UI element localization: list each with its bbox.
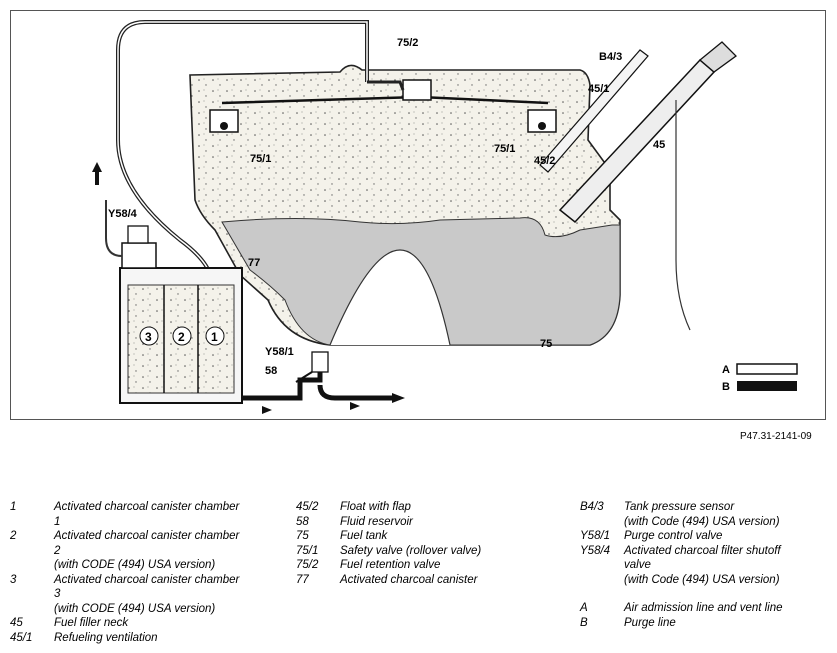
- legend-key: 75/2: [296, 559, 319, 571]
- legend-key: 75: [296, 530, 309, 542]
- fluid-reservoir: [295, 371, 313, 383]
- legend-row: 75/1 Safety valve (rollover valve): [296, 544, 556, 559]
- label-chamber-1: 1: [211, 330, 218, 344]
- label-45-2: 45/2: [534, 155, 555, 167]
- legend-description: Purge control valve: [624, 530, 723, 542]
- label-legend-a: A: [722, 364, 730, 376]
- legend-row: 58 Fluid reservoir: [296, 515, 556, 530]
- legend-key: B: [580, 616, 588, 629]
- diagram-frame: [10, 10, 826, 420]
- label-b4-3: B4/3: [599, 51, 622, 63]
- label-45-1: 45/1: [588, 83, 609, 95]
- legend-description: Refueling ventilation: [54, 631, 158, 644]
- legend-key: 45: [10, 617, 23, 629]
- label-legend-b: B: [722, 381, 730, 393]
- legend-row: B4/3 Tank pressure sensor (with Code (494…: [580, 500, 830, 529]
- fuel-retention-valve: [402, 79, 432, 101]
- label-y58-1: Y58/1: [265, 346, 294, 358]
- legend-column-3: B4/3 Tank pressure sensor (with Code (494…: [580, 500, 830, 630]
- legend-row: 45 Fuel filler neck: [10, 616, 270, 631]
- legend-row: A Air admission line and vent line: [580, 601, 830, 616]
- label-75-2: 75/2: [397, 37, 418, 49]
- label-y58-4: Y58/4: [108, 208, 138, 220]
- legend-description: Activated charcoal canister: [340, 573, 478, 586]
- legend-row: 3 Activated charcoal canister chamber 3 (…: [10, 573, 270, 617]
- legend-row: 75 Fuel tank: [296, 529, 556, 544]
- charcoal-canister: [119, 267, 243, 404]
- legend-swatch-a: [736, 363, 798, 375]
- legend-row: 77 Activated charcoal canister: [296, 573, 556, 588]
- fuel-evaporative-system-diagram: 75/2 B4/3 45/1 75/1 75/1 45/2 45 Y58/4 7…: [92, 20, 798, 414]
- legend-key: 2: [10, 530, 17, 542]
- purge-control-valve: [311, 351, 329, 373]
- legend-swatch-b: [737, 381, 797, 391]
- label-45: 45: [653, 139, 665, 151]
- reference-code: P47.31-2141-09: [740, 431, 812, 442]
- legend-key: 77: [296, 573, 309, 586]
- label-75-1-left: 75/1: [250, 153, 271, 165]
- legend-description: Fuel retention valve: [340, 559, 441, 571]
- legend-description: Fuel filler neck: [54, 617, 129, 629]
- legend-description: Fluid reservoir: [340, 515, 413, 528]
- legend-row: 75/2 Fuel retention valve: [296, 558, 556, 573]
- legend-key: Y58/4: [580, 544, 611, 557]
- legend-key: 45/1: [10, 631, 33, 644]
- legend-key: 3: [10, 573, 17, 586]
- legend-description: Float with flap: [340, 501, 411, 513]
- label-chamber-2: 2: [178, 330, 185, 344]
- purge-line: [242, 360, 323, 401]
- legend-description: Tank pressure sensor (with Code (494) US…: [624, 501, 780, 528]
- label-75-1-right: 75/1: [494, 143, 515, 155]
- legend-key: 45/2: [296, 501, 319, 513]
- safety-valve-left: [209, 109, 239, 133]
- legend-description: Activated charcoal canister chamber 3 (w…: [54, 573, 240, 615]
- label-chamber-3: 3: [145, 330, 152, 344]
- label-58: 58: [265, 365, 277, 377]
- legend-description: Purge line: [624, 616, 676, 629]
- legend-row: 2 Activated charcoal canister chamber 2 (…: [10, 529, 270, 573]
- legend-row: 1 Activated charcoal canister chamber 1: [10, 500, 270, 529]
- legend-row: B Purge line: [580, 616, 830, 631]
- legend-key: 75/1: [296, 544, 319, 557]
- label-75: 75: [540, 338, 552, 350]
- legend-key: 1: [10, 501, 17, 513]
- legend-description: Activated charcoal filter shutoff valve …: [624, 544, 781, 586]
- safety-valve-right: [527, 109, 557, 133]
- legend-row: Y58/4 Activated charcoal filter shutoff v…: [580, 544, 830, 588]
- legend-row: 45/1 Refueling ventilation: [10, 631, 270, 646]
- tank-center-bump: [329, 249, 451, 346]
- legend-key: B4/3: [580, 501, 604, 513]
- legend-description: Safety valve (rollover valve): [340, 544, 482, 557]
- body-panel-line: [675, 100, 691, 331]
- legend-key: A: [580, 602, 588, 614]
- label-77: 77: [248, 257, 260, 269]
- legend-key: 58: [296, 515, 309, 528]
- legend-description: Fuel tank: [340, 530, 388, 542]
- legend-description: Air admission line and vent line: [624, 602, 783, 614]
- shutoff-valve: [121, 225, 157, 269]
- legend-row: 45/2 Float with flap: [296, 500, 556, 515]
- legend-description: Activated charcoal canister chamber 1: [54, 501, 240, 528]
- legend-key: Y58/1: [580, 530, 611, 542]
- legend-row: Y58/1 Purge control valve: [580, 529, 830, 544]
- legend-description: Activated charcoal canister chamber 2 (w…: [54, 530, 240, 571]
